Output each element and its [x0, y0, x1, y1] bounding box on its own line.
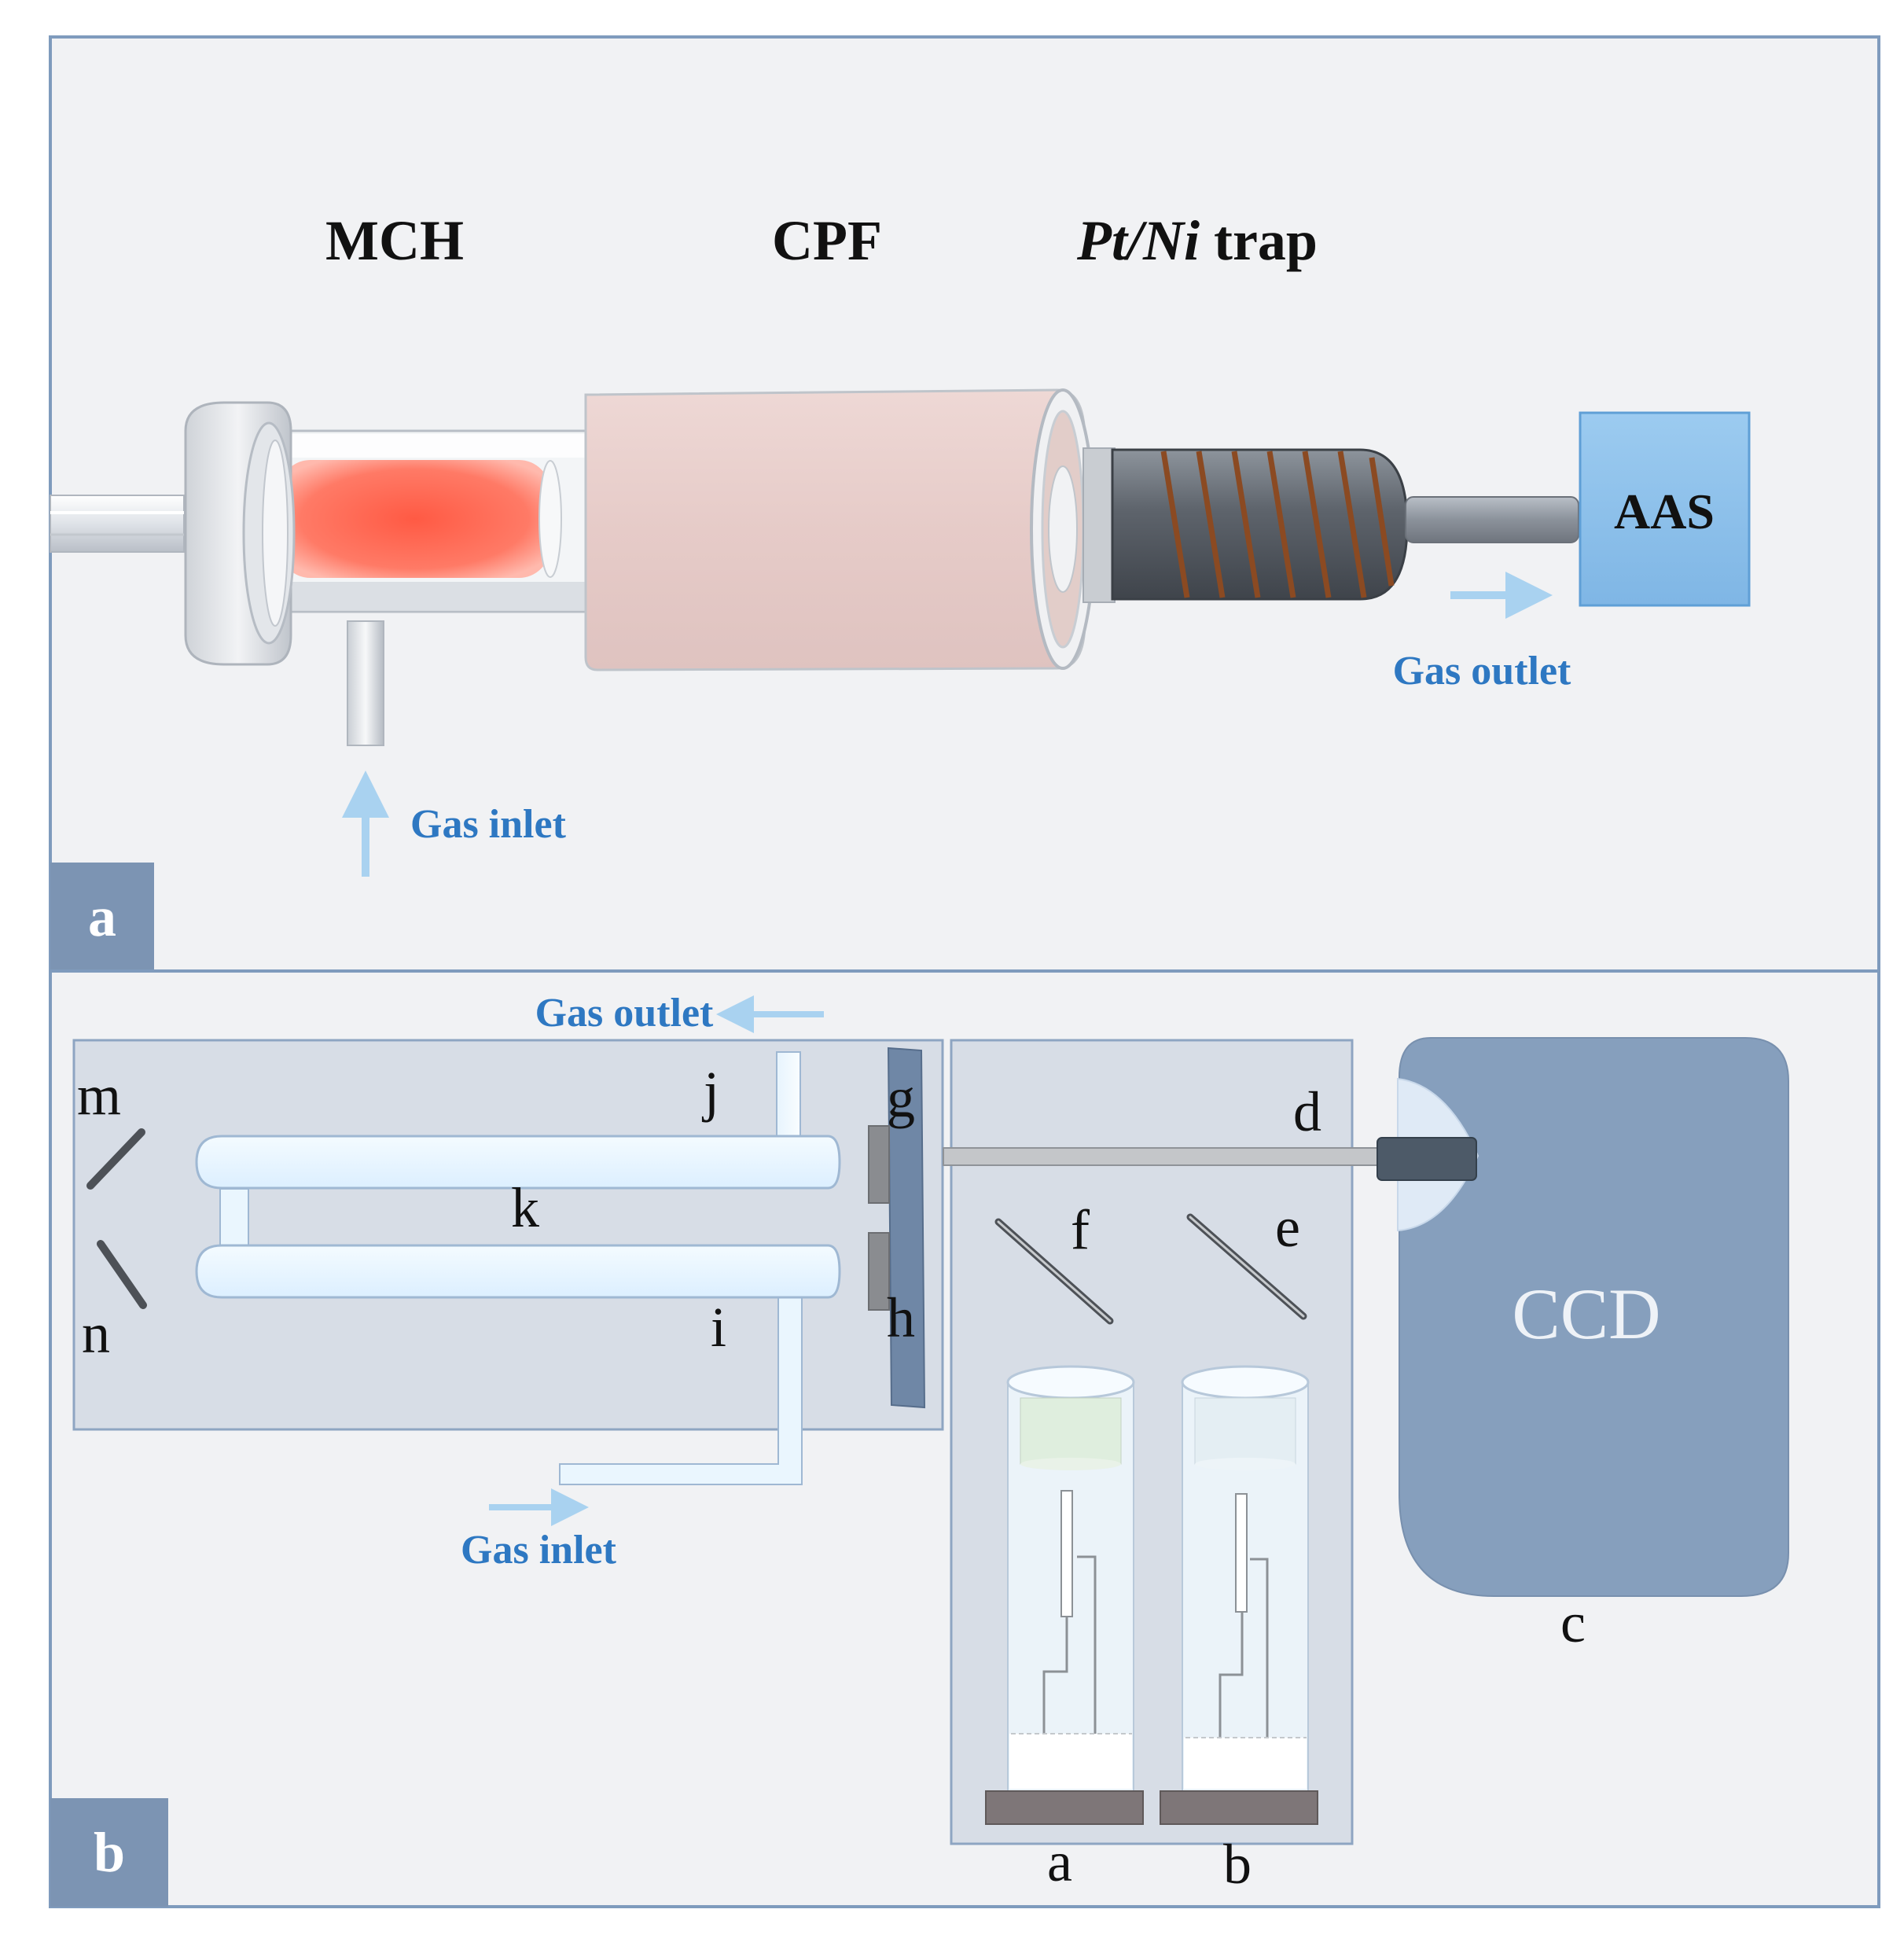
- outlet-tube: [1405, 496, 1579, 543]
- mch-heating-zone: [279, 460, 550, 578]
- trap-title: Pt/Ni trap: [1076, 209, 1318, 272]
- label-f: f: [1071, 1198, 1090, 1261]
- label-g: g: [887, 1066, 915, 1129]
- outlet-pipe-j: [776, 1051, 801, 1138]
- trap-title-rest: trap: [1200, 209, 1318, 272]
- trap-coil: [1160, 451, 1395, 598]
- gas-inlet-label-a: Gas inlet: [410, 802, 567, 847]
- label-i: i: [711, 1296, 726, 1359]
- reaction-chamber: [72, 1039, 944, 1431]
- label-e: e: [1275, 1196, 1300, 1259]
- mirror-m: [86, 1128, 145, 1190]
- upper-tube: [195, 1135, 841, 1190]
- ccd-fiber-coupler: [1377, 1137, 1477, 1181]
- label-b: b: [1223, 1833, 1252, 1896]
- ccd-body: [1399, 1037, 1789, 1597]
- lamp-b: [1160, 1365, 1318, 1825]
- mirror-n: [97, 1240, 147, 1309]
- panel-a: AAS MCH CPF Pt/Ni trap Gas outlet Gas in…: [49, 35, 1880, 973]
- label-k: k: [511, 1176, 539, 1239]
- panel-b-tag: [50, 1798, 168, 1907]
- mch-title: MCH: [325, 209, 464, 272]
- label-j: j: [701, 1060, 719, 1123]
- inlet-rod: [50, 495, 185, 553]
- window-g: [868, 1125, 890, 1204]
- panel-b: Gas outlet Gas inlet: [49, 969, 1880, 1908]
- ccd-label: CCD: [1512, 1274, 1660, 1354]
- label-h: h: [887, 1286, 915, 1349]
- trap-title-italic: Pt/Ni: [1076, 209, 1200, 272]
- window-plate: [887, 1047, 926, 1409]
- label-a: a: [1047, 1830, 1072, 1893]
- label-n: n: [82, 1302, 110, 1365]
- gas-outlet-label-b: Gas outlet: [535, 991, 714, 1036]
- inlet-side-pipe: [347, 620, 384, 746]
- panel-b-tag-label: b: [94, 1821, 125, 1884]
- label-c: c: [1560, 1591, 1586, 1654]
- gas-inlet-label-b: Gas inlet: [461, 1528, 617, 1573]
- cpf-title: CPF: [772, 209, 882, 272]
- lower-tube: [195, 1244, 841, 1299]
- tube-bridge: [219, 1188, 249, 1246]
- panel-a-tag: [50, 863, 154, 971]
- optical-fiber: [943, 1147, 1384, 1166]
- gas-outlet-label-a: Gas outlet: [1393, 649, 1571, 693]
- lamp-a: [985, 1365, 1144, 1825]
- window-h: [868, 1232, 890, 1311]
- aas-box: [1579, 411, 1751, 607]
- cpf-furnace: [584, 388, 1086, 671]
- label-d: d: [1293, 1080, 1321, 1143]
- panel-a-tag-label: a: [88, 885, 116, 948]
- label-m: m: [77, 1064, 121, 1127]
- aas-label: AAS: [1614, 484, 1715, 539]
